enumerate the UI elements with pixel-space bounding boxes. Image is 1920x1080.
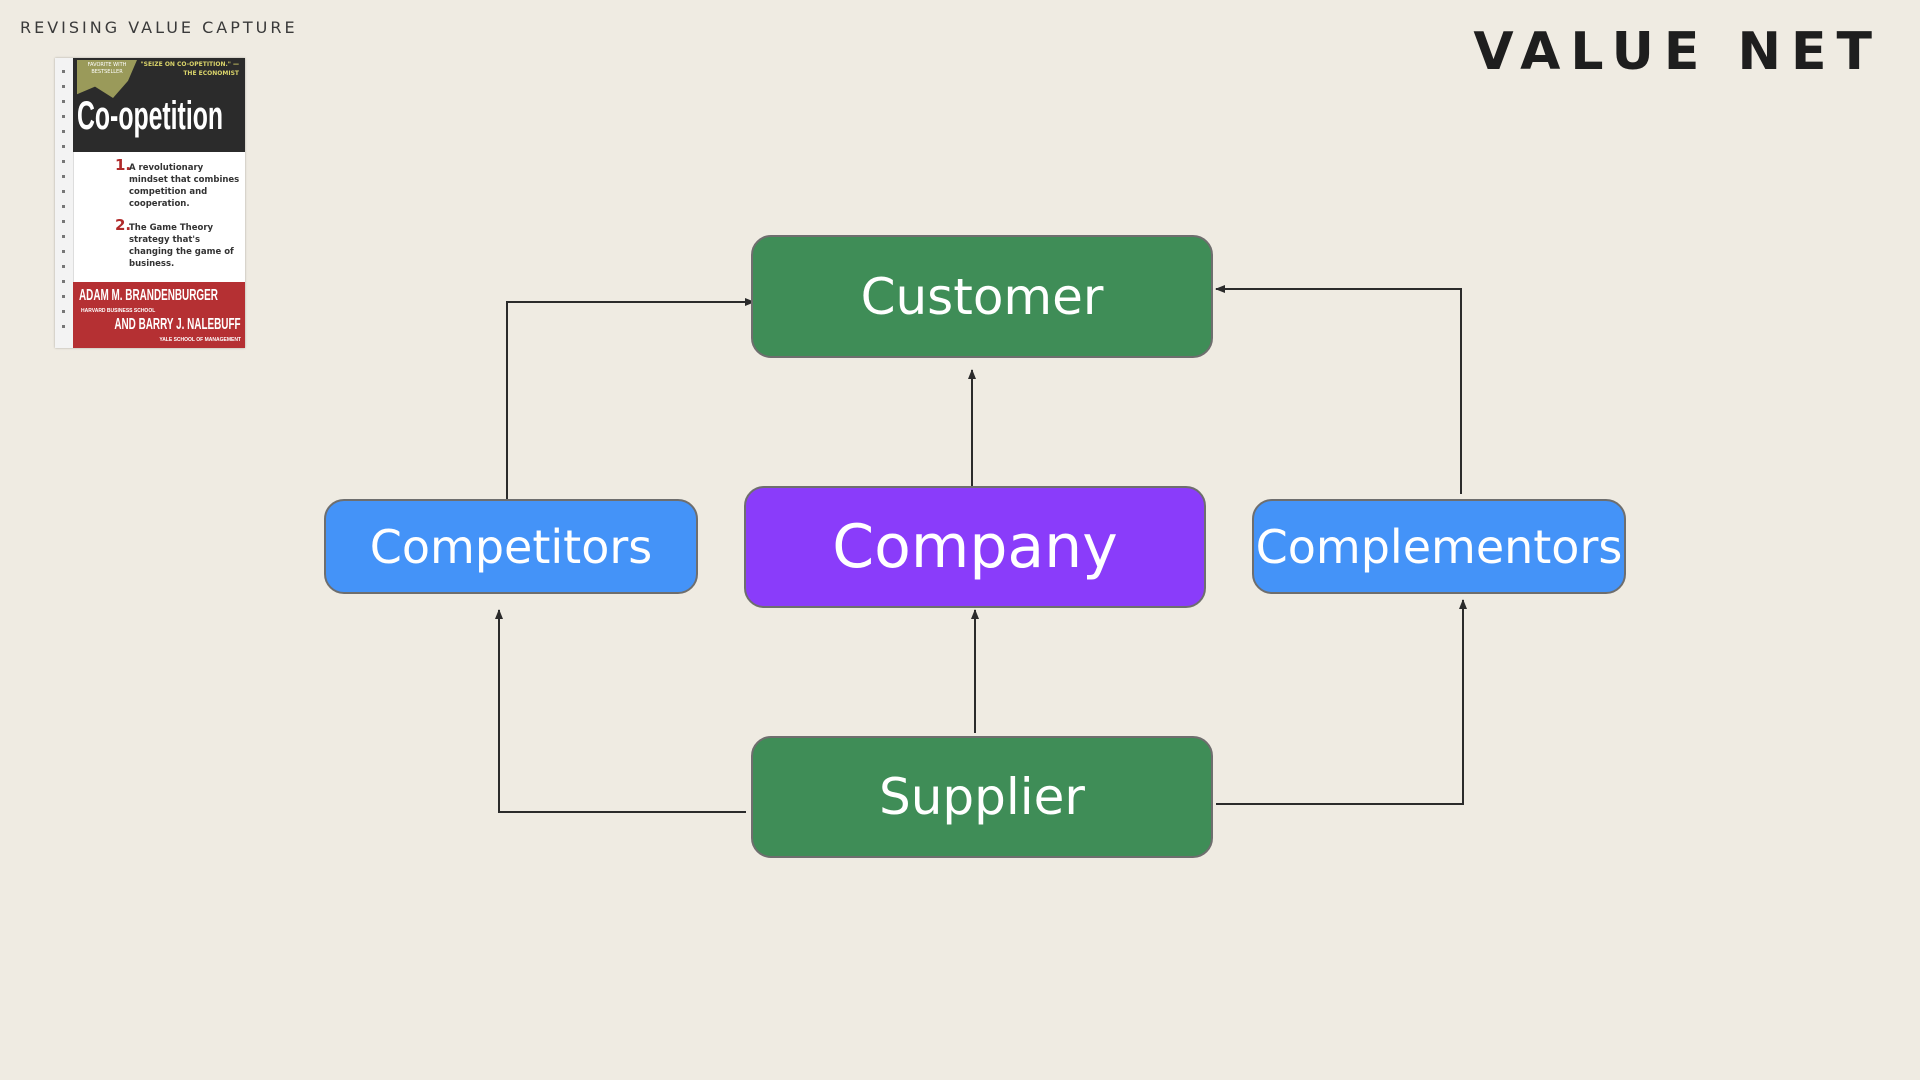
book-author-1-affiliation: HARVARD BUSINESS SCHOOL — [81, 308, 156, 314]
book-cover-bottom: ADAM M. BRANDENBURGER HARVARD BUSINESS S… — [73, 282, 245, 348]
supplier-node: Supplier — [751, 736, 1213, 858]
book-quote: "SEIZE ON CO-OPETITION." —THE ECONOMIST — [140, 61, 240, 77]
book-point-text: A revolutionary mindset that combines co… — [129, 163, 240, 209]
supplier-label: Supplier — [878, 768, 1085, 826]
book-author-1: ADAM M. BRANDENBURGER — [79, 287, 218, 304]
complementors-node: Complementors — [1252, 499, 1626, 594]
section-label: REVISING VALUE CAPTURE — [20, 18, 298, 37]
book-point-number: 2. — [115, 216, 132, 234]
book-spine — [55, 58, 74, 348]
book-point: 2. The Game Theory strategy that's chang… — [115, 216, 241, 270]
book-points: 1. A revolutionary mindset that combines… — [115, 156, 241, 282]
competitors-node: Competitors — [324, 499, 698, 594]
company-node: Company — [744, 486, 1206, 608]
edge-complementors-to-customer — [1215, 285, 1462, 494]
competitors-label: Competitors — [369, 519, 653, 574]
edge-supplier-to-competitors — [495, 609, 746, 813]
book-author-2: AND BARRY J. NALEBUFF — [114, 316, 241, 333]
book-cover-image: FAVORITE WITH BESTSELLER "SEIZE ON CO-OP… — [55, 58, 245, 348]
book-cover-top: FAVORITE WITH BESTSELLER "SEIZE ON CO-OP… — [73, 58, 245, 152]
edge-competitors-to-customer — [506, 298, 755, 499]
complementors-label: Complementors — [1255, 519, 1623, 574]
slide-title: VALUE NET — [1473, 22, 1882, 82]
customer-node: Customer — [751, 235, 1213, 358]
book-point-text: The Game Theory strategy that's changing… — [129, 223, 234, 269]
customer-label: Customer — [860, 267, 1104, 326]
company-label: Company — [832, 512, 1118, 582]
book-author-2-affiliation: YALE SCHOOL OF MANAGEMENT — [159, 337, 241, 343]
edge-supplier-to-complementors — [1216, 599, 1467, 805]
book-point: 1. A revolutionary mindset that combines… — [115, 156, 241, 210]
book-point-number: 1. — [115, 156, 132, 174]
